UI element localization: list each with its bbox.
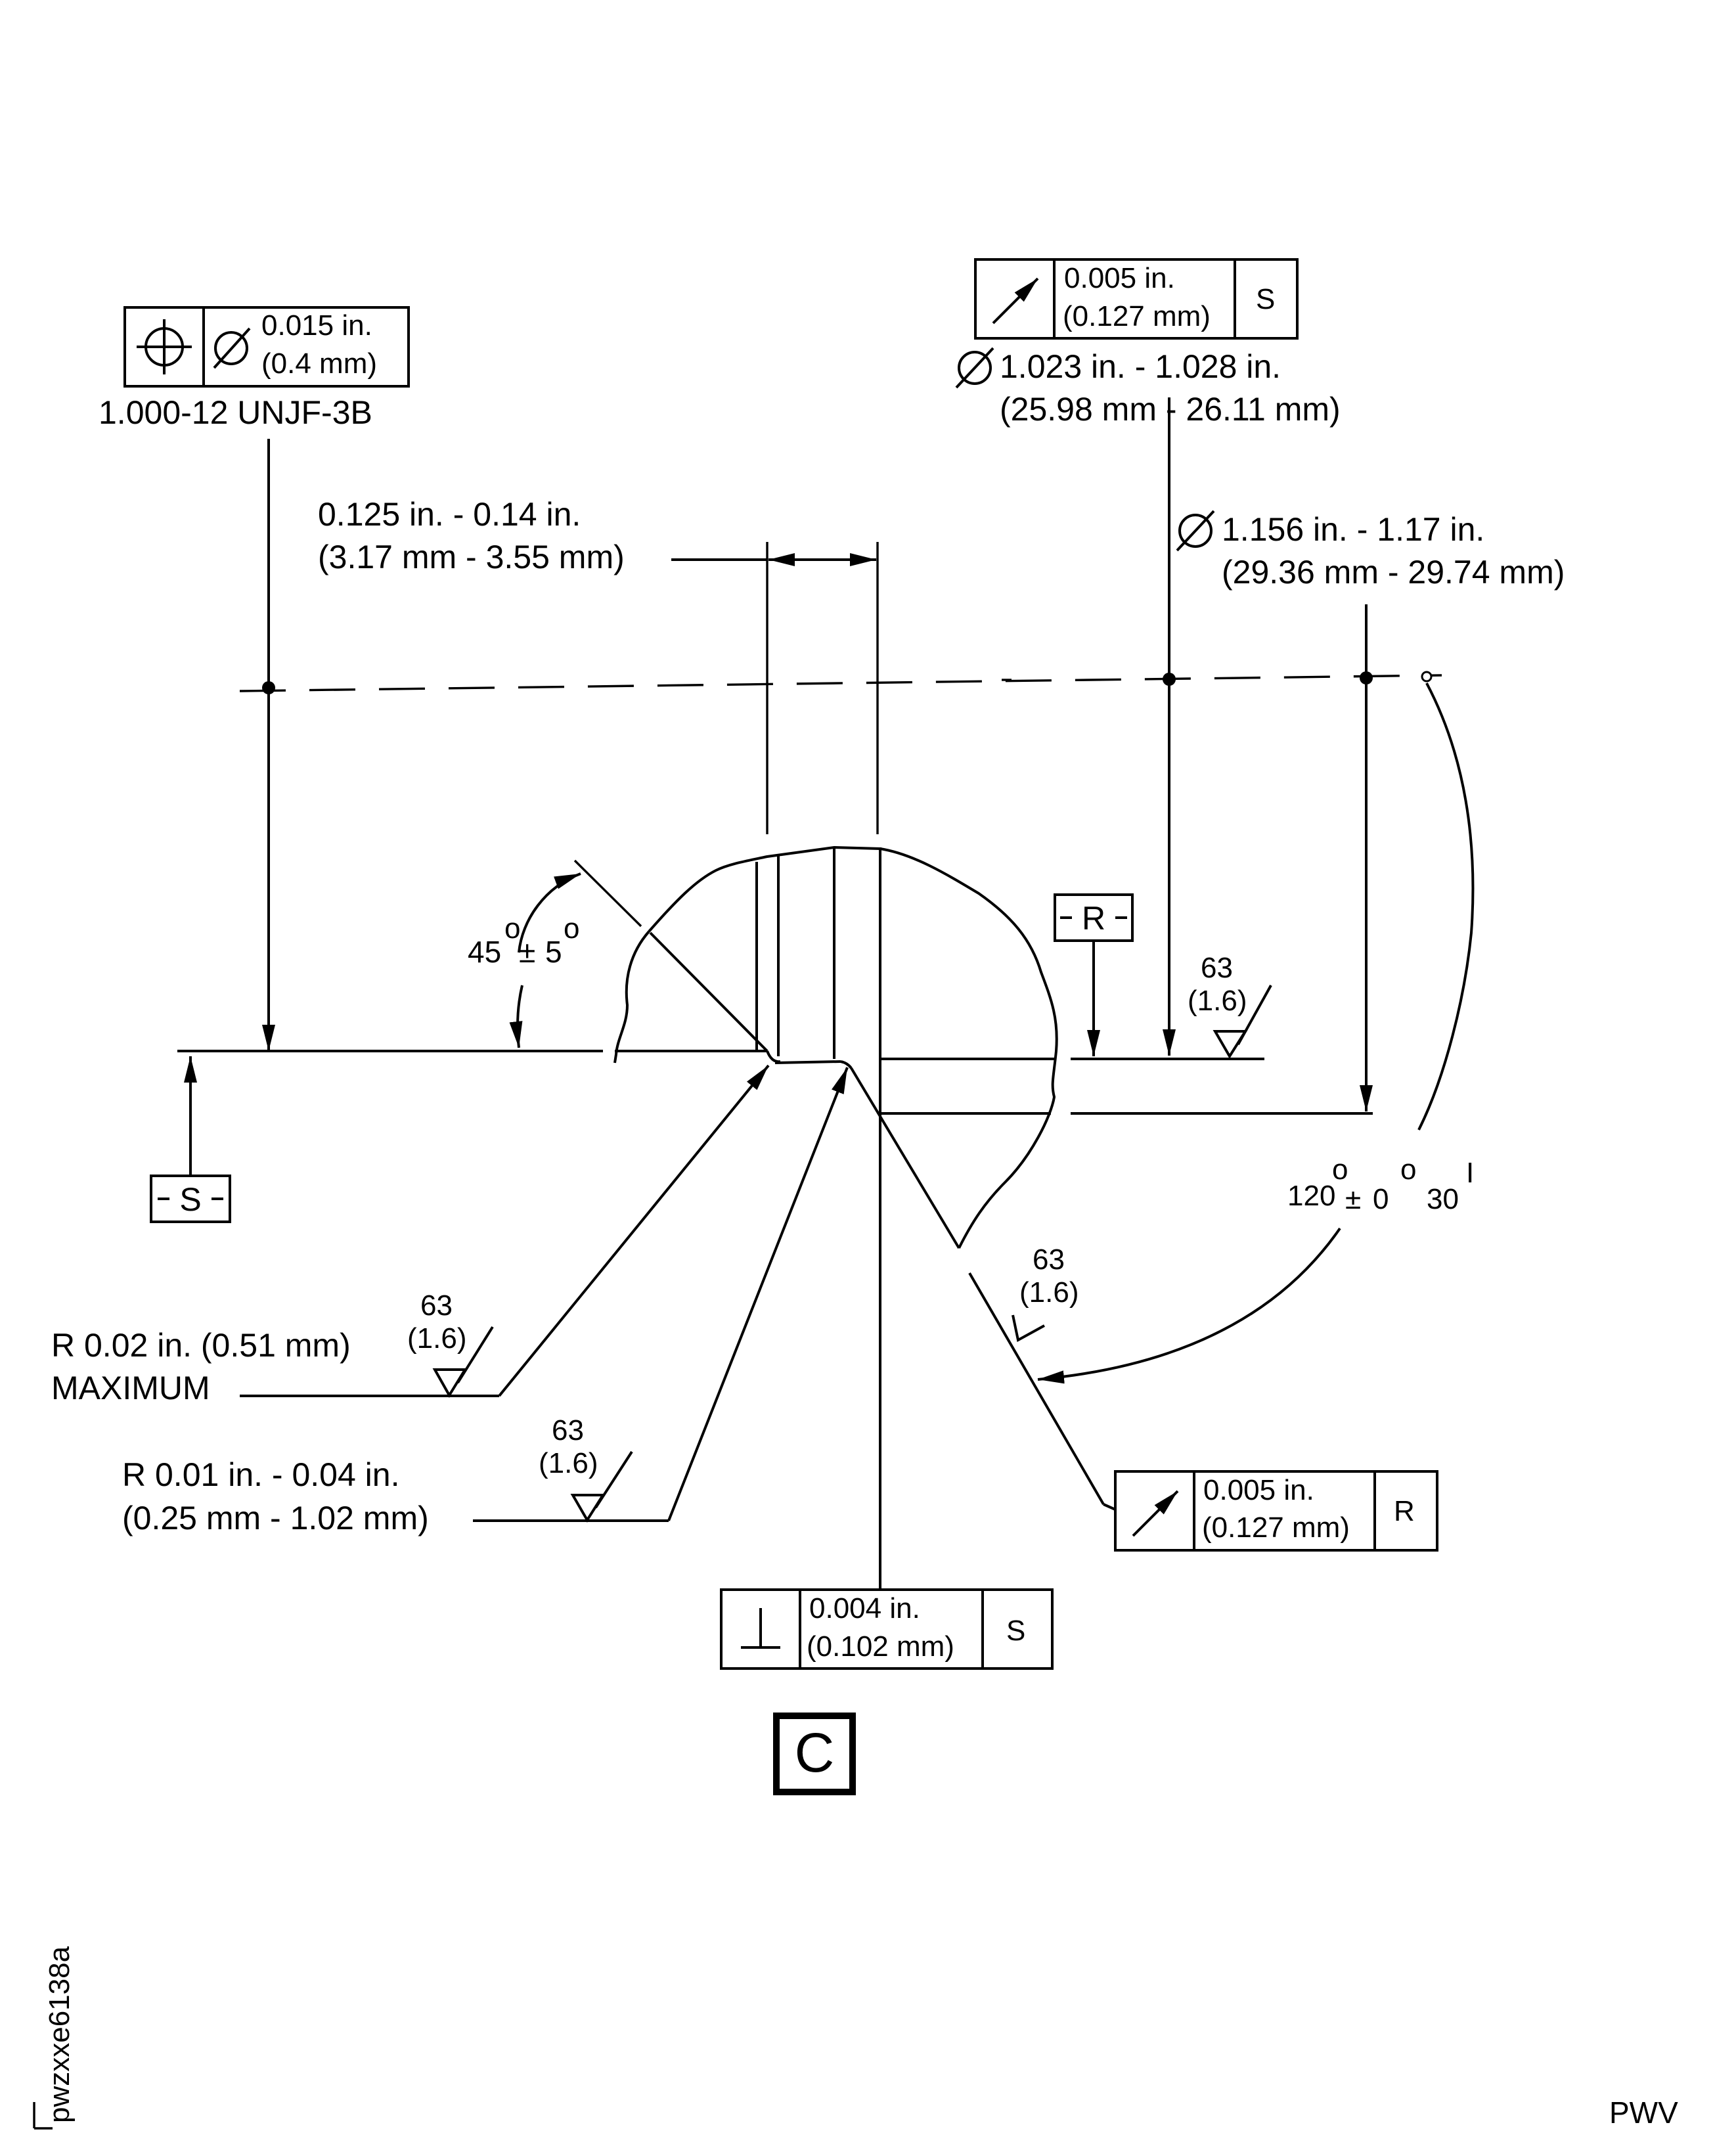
angle-thread: 120 o ± 0 o 30 I [1037,683,1475,1384]
view-label-text: C [795,1722,835,1783]
angle-chamfer-deg2: o [564,912,579,945]
dim-outer-diameter: 1.156 in. - 1.17 in. (29.36 mm - 29.74 m… [1176,510,1565,1111]
dim-outer-dia-in: 1.156 in. - 1.17 in. [1222,511,1484,548]
dim-width: 0.125 in. - 0.14 in. (3.17 mm - 3.55 mm) [318,496,879,834]
fcf-runout-top-datum: S [1256,283,1275,315]
surface-finish-flank: 63 (1.6) [1012,1243,1079,1343]
datum-s-plane: S [150,1050,603,1223]
circular-runout-icon [1132,1490,1179,1537]
perpendicularity-icon [741,1608,780,1649]
figure-id: pwzxxe6138a [33,1946,76,2130]
position-icon [137,319,192,374]
radius-range-line1: R 0.01 in. - 0.04 in. [122,1456,399,1493]
fcf-perp-tol-mm: (0.102 mm) [807,1630,954,1663]
angle-thread-tol: 0 [1373,1183,1389,1215]
radius-range-callout: R 0.01 in. - 0.04 in. (0.25 mm - 1.02 mm… [122,1067,849,1536]
corner-code: PWV [1609,2095,1678,2130]
radius-max-line2: MAXIMUM [51,1370,210,1406]
angle-chamfer-base: 45 [468,935,501,969]
fcf-perp-datum: S [1006,1615,1025,1647]
fcf-runout-bottom-tol-mm: (0.127 mm) [1202,1512,1350,1544]
angle-chamfer-tol: 5 [545,935,562,969]
sf-r-ra: 63 [1201,952,1233,984]
angle-thread-min-mark: I [1466,1157,1474,1189]
fcf-position-tol-mm: (0.4 mm) [261,347,377,380]
sf-flank-um: (1.6) [1019,1276,1079,1309]
dim-width-mm: (3.17 mm - 3.55 mm) [318,539,625,575]
angle-thread-pm: ± [1345,1183,1361,1215]
part-section [613,845,1105,1577]
surface-finish-r: 63 (1.6) [1188,952,1272,1059]
view-label: C [773,1713,856,1795]
circular-runout-icon [992,277,1039,325]
sf-radrange-um: (1.6) [539,1447,598,1479]
angle-thread-deg2: o [1400,1153,1416,1186]
sf-radmax-ra: 63 [420,1289,453,1322]
radius-max-callout: R 0.02 in. (0.51 mm) MAXIMUM 63 (1.6) [51,1064,770,1406]
angle-chamfer-pm: ± [519,935,535,969]
radius-range-line2: (0.25 mm - 1.02 mm) [122,1500,429,1536]
fcf-runout-top: 0.005 in. (0.127 mm) S [974,258,1299,340]
thread-spec: 1.000-12 UNJF-3B [99,394,372,431]
centerline [239,671,1442,694]
angle-thread-deg: o [1332,1153,1348,1186]
dim-inner-diameter: 1.023 in. - 1.028 in. (25.98 mm - 26.11 … [955,347,1341,1056]
dim-width-in: 0.125 in. - 0.14 in. [318,496,581,533]
angle-chamfer-deg: o [504,912,520,945]
datum-r: R [1054,893,1373,1115]
fcf-position: 0.015 in. (0.4 mm) [123,306,410,388]
diameter-icon [1176,510,1215,552]
sf-radmax-um: (1.6) [407,1322,466,1355]
angle-thread-minutes: 30 [1427,1183,1459,1215]
fcf-runout-bottom-datum: R [1394,1495,1415,1527]
fcf-runout-bottom-tol-in: 0.005 in. [1203,1474,1314,1506]
fcf-runout-bottom: 0.005 in. (0.127 mm) R [1103,1470,1438,1552]
fcf-position-tol-in: 0.015 in. [261,309,372,342]
fcf-runout-top-tol-mm: (0.127 mm) [1063,300,1211,332]
datum-r-label: R [1082,900,1105,937]
diameter-icon [213,327,251,369]
sf-flank-ra: 63 [1033,1243,1065,1276]
sf-r-um: (1.6) [1188,985,1247,1017]
fcf-perp-tol-in: 0.004 in. [809,1592,920,1624]
radius-max-line1: R 0.02 in. (0.51 mm) [51,1327,351,1364]
dim-inner-dia-in: 1.023 in. - 1.028 in. [1000,348,1281,385]
datum-s-label: S [179,1181,201,1218]
diameter-icon [955,347,994,389]
angle-thread-base: 120 [1287,1180,1335,1212]
figure-id-text: pwzxxe6138a [43,1946,76,2123]
sf-radrange-ra: 63 [552,1414,584,1446]
fcf-runout-top-tol-in: 0.005 in. [1064,262,1175,294]
dim-outer-dia-mm: (29.36 mm - 29.74 mm) [1222,554,1565,591]
fcf-perpendicularity: 0.004 in. (0.102 mm) S [720,1577,1054,1670]
angle-chamfer: 45 o ± 5 o [468,859,642,1048]
